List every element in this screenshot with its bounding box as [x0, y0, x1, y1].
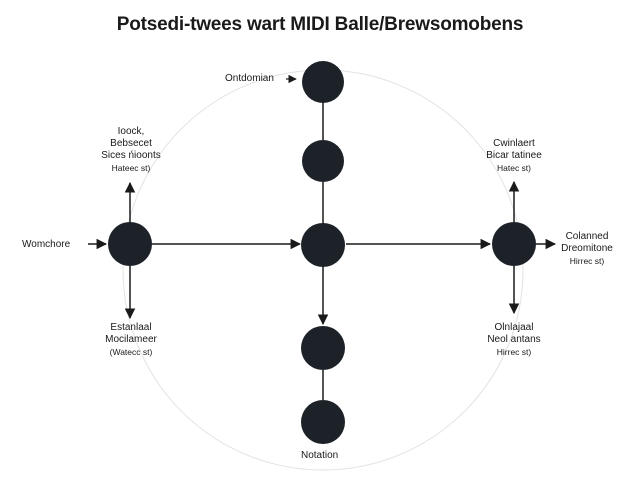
label-lower-right-line1: Olnlajaal: [494, 322, 534, 333]
label-top-node-text: Ontdomian: [225, 73, 274, 84]
label-top-node: Ontdomian: [225, 73, 274, 85]
node-lower-mid: [301, 326, 345, 370]
node-right: [492, 222, 536, 266]
node-bottom: [301, 400, 345, 444]
label-upper-right-line2: Bicar tatinee: [486, 150, 542, 161]
label-bottom: Notation: [301, 450, 338, 462]
label-upper-right-line3: Hatec st): [496, 163, 531, 173]
label-lower-left: Estanlaal Mocilameer (Watecc st): [105, 322, 157, 358]
label-lower-right: Olnlajaal Neol antans Hirrec st): [487, 322, 540, 358]
label-upper-left-line3: Sices ńioonts: [101, 150, 161, 161]
diagram-title: Potsedi-twees wart MIDI Balle/Brewsomobe…: [116, 14, 524, 35]
node-upper-mid: [302, 140, 344, 182]
label-lower-left-line2: Mocilameer: [105, 334, 157, 345]
label-upper-left-line4: Hateec st): [111, 163, 151, 173]
label-upper-left: Ioock, Bebsecet Sices ńioonts Hateec st): [101, 126, 160, 174]
node-top: [302, 61, 344, 103]
label-upper-right-line1: Cwinlaert: [493, 138, 535, 149]
label-lower-right-line2: Neol antans: [487, 334, 541, 345]
label-left-input: Womchore: [22, 239, 70, 251]
label-upper-left-line1: Ioock,: [117, 126, 145, 137]
label-left-input-text: Womchore: [22, 239, 71, 250]
label-lower-right-line3: Hirrec st): [496, 347, 532, 357]
node-left: [108, 222, 152, 266]
label-upper-left-line2: Bebsecet: [110, 138, 152, 149]
label-lower-left-line3: (Watecc st): [109, 347, 153, 357]
label-bottom-text: Notation: [301, 450, 339, 461]
label-lower-left-line1: Estanlaal: [110, 322, 152, 333]
label-right-output-line2: Dreomitone: [561, 243, 613, 254]
label-upper-right: Cwinlaert Bicar tatinee Hatec st): [486, 138, 542, 174]
node-center: [301, 223, 345, 267]
label-right-output: Colanned Dreomitone Hirrec st): [561, 231, 613, 267]
label-right-output-line3: Hirrec st): [569, 256, 605, 266]
label-right-output-line1: Colanned: [565, 231, 609, 242]
